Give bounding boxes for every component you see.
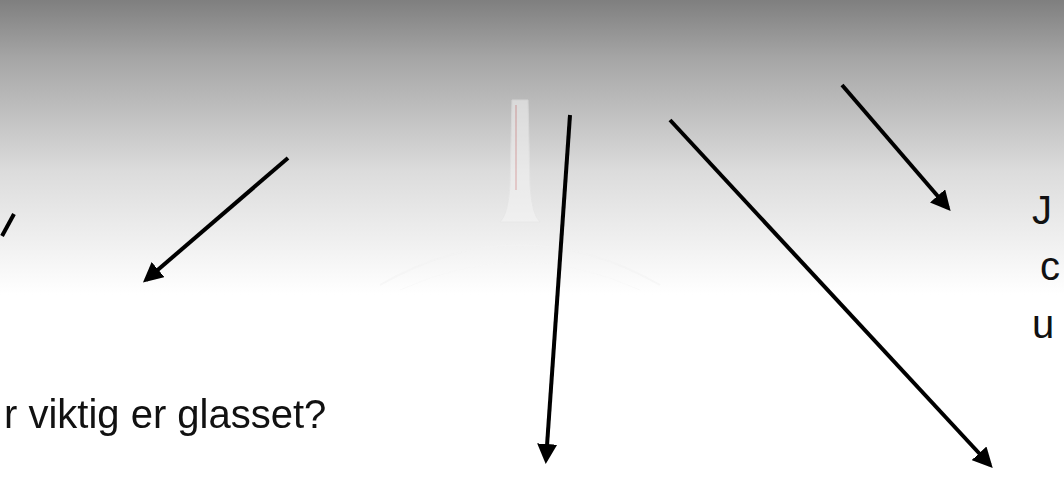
label-text: c	[1040, 244, 1060, 288]
arrows	[2, 85, 990, 465]
arrow-line	[842, 85, 948, 208]
wine-glass	[380, 100, 660, 290]
label-text: J	[1032, 188, 1052, 232]
arrow-line	[546, 115, 570, 460]
label-text: u	[1032, 302, 1054, 346]
arrow-line	[670, 120, 990, 465]
arrow-line	[2, 214, 14, 236]
label-text: r viktig er glasset?	[4, 392, 326, 436]
arrow-line	[146, 158, 288, 280]
